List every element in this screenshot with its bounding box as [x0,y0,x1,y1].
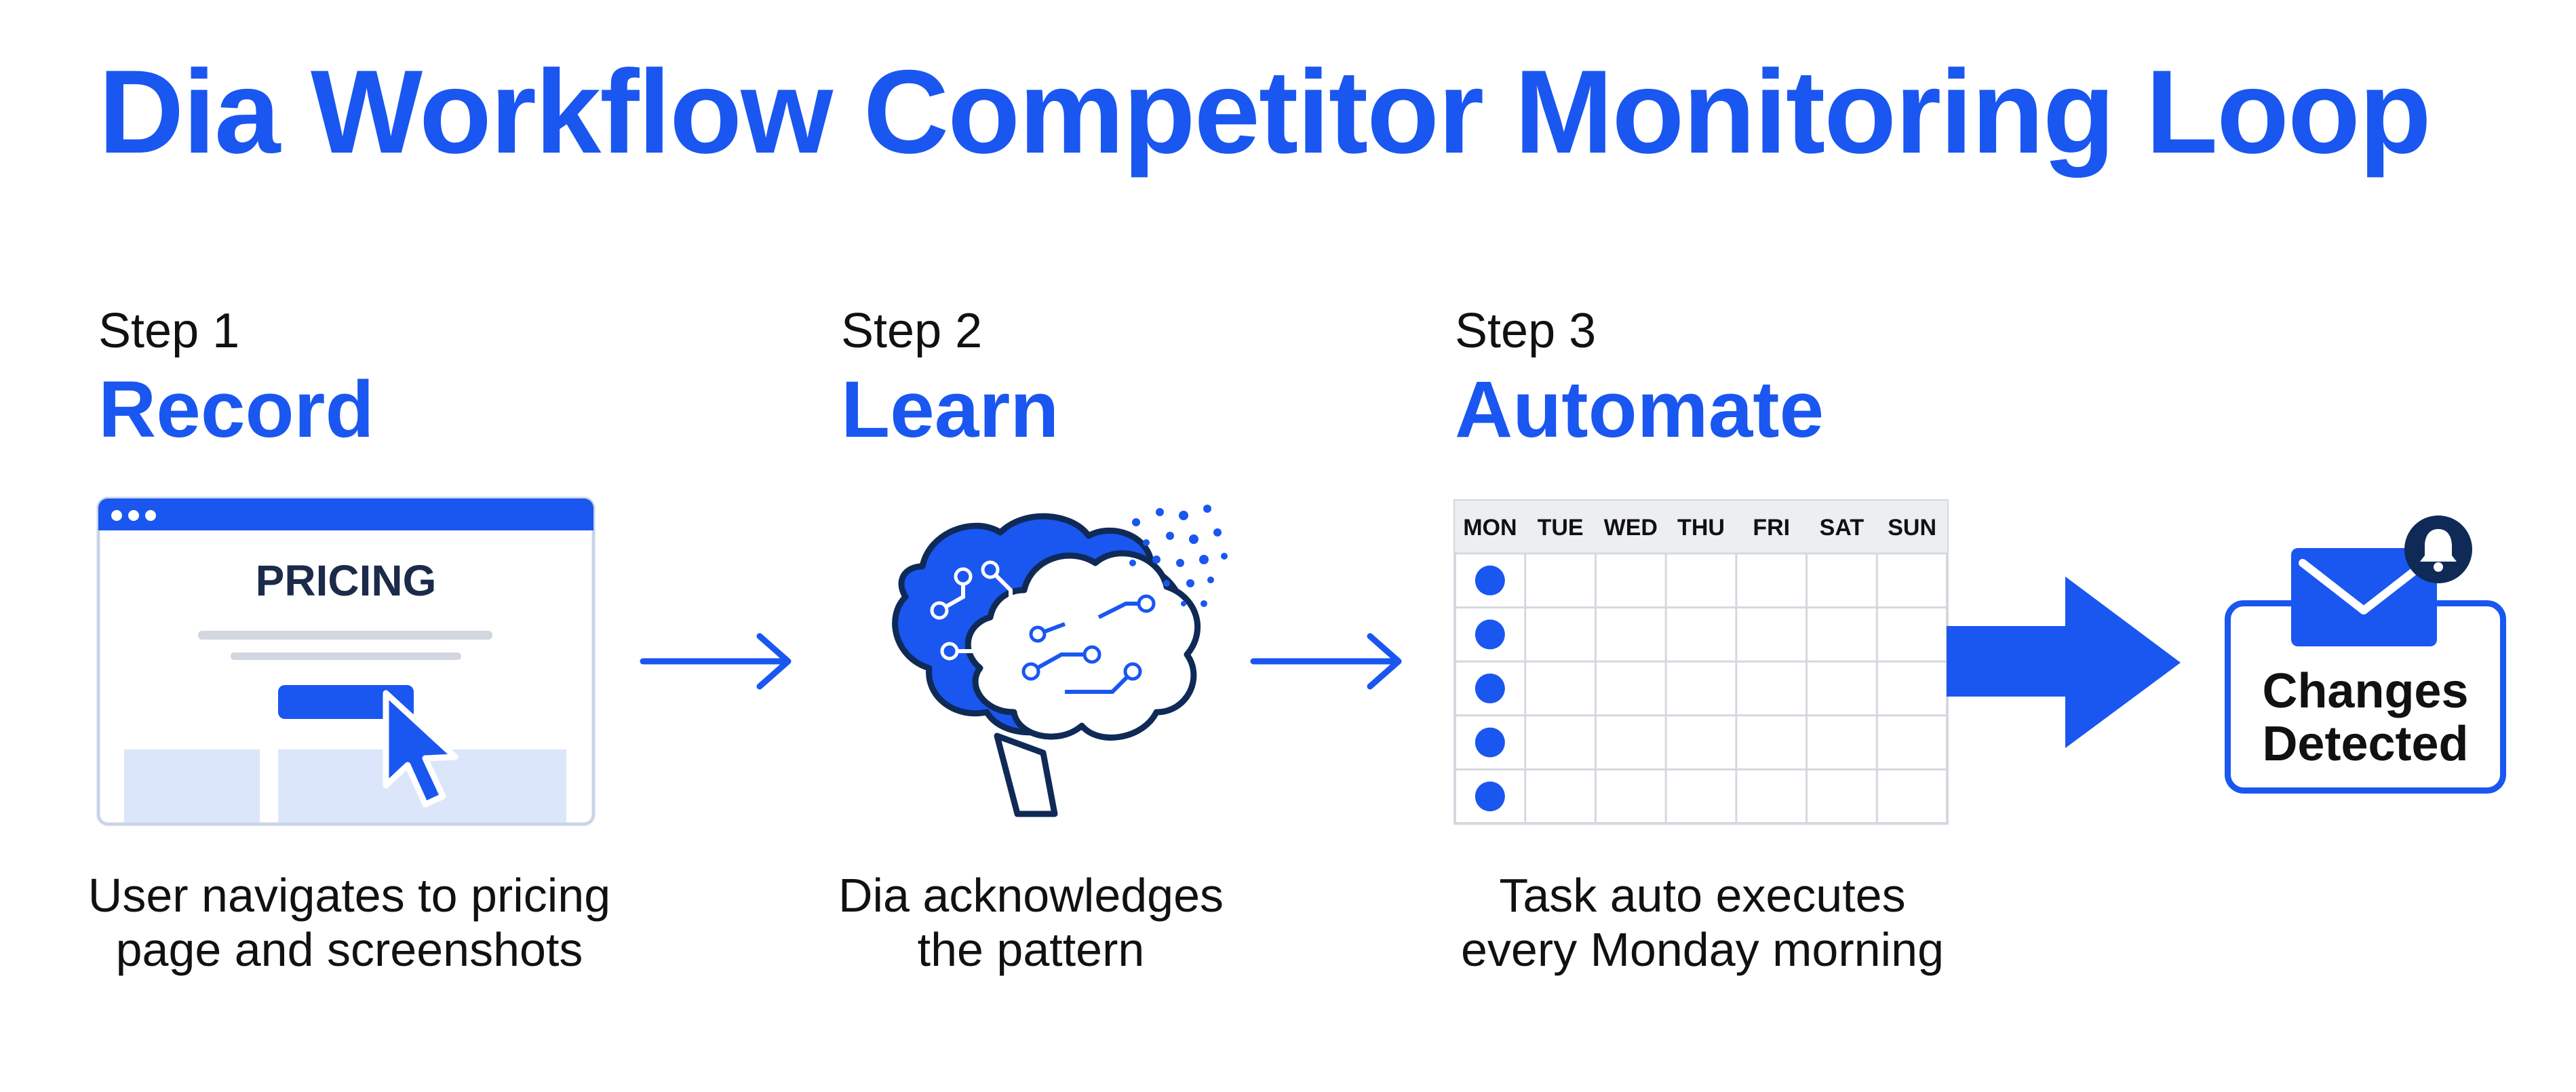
arrow-right-icon [640,633,792,690]
step-2-description: Dia acknowledges the pattern [838,869,1224,976]
browser-window-icon: PRICING [96,496,596,826]
monday-task-dot [1475,565,1505,596]
step-2-number: Step 2 [841,304,983,358]
step-2-name: Learn [841,365,1059,454]
calendar-day-sat: SAT [1820,515,1865,541]
calendar-day-fri: FRI [1753,515,1790,541]
page-title: Dia Workflow Competitor Monitoring Loop [98,46,2432,178]
step-1-name: Record [98,365,374,454]
step-3-name: Automate [1455,365,1824,454]
big-arrow-right-icon [1947,577,2181,748]
pricing-heading: PRICING [256,556,437,605]
calendar-day-mon: MON [1463,515,1517,541]
step-1-description: User navigates to pricing page and scree… [87,869,611,976]
brain-circuit-icon [892,505,1228,817]
monday-task-dot [1475,727,1505,758]
calendar-day-sun: SUN [1888,515,1936,541]
calendar-day-thu: THU [1677,515,1725,541]
step-1-number: Step 1 [98,304,240,358]
calendar-day-tue: TUE [1538,515,1584,541]
monday-task-dot [1475,674,1505,703]
cursor-icon [383,690,458,808]
bell-icon [2404,515,2472,583]
monday-task-dot [1475,781,1505,812]
monday-task-dot [1475,619,1505,650]
step-3-description: Task auto executes every Monday morning [1461,869,1944,976]
envelope-icon [2291,548,2437,646]
arrow-right-icon [1250,633,1402,690]
calendar-day-wed: WED [1604,515,1658,541]
step-3-number: Step 3 [1455,304,1597,358]
changes-detected-label: Changes Detected [2262,664,2469,771]
calendar-icon: MON TUE WED THU FRI SAT SUN [1453,499,1949,825]
